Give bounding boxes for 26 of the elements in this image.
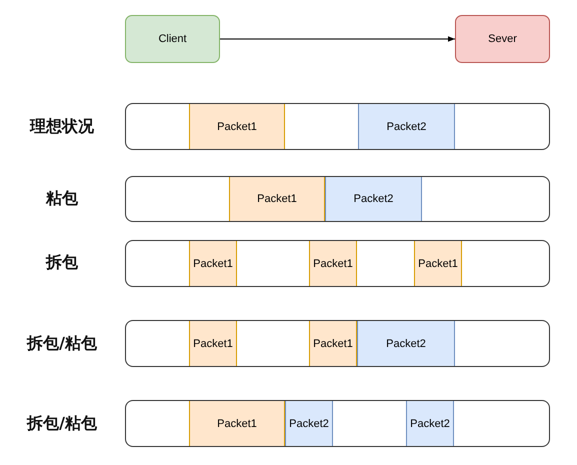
client-box: Client — [125, 15, 220, 63]
row-label: 拆包/粘包 — [27, 414, 97, 434]
row-label: 粘包 — [46, 188, 78, 210]
packet-segment: Packet2 — [358, 104, 455, 149]
arrow — [220, 36, 456, 42]
packet-segment: Packet1 — [309, 241, 357, 286]
packet-segment: Packet1 — [189, 104, 285, 149]
packet-segment: Packet1 — [229, 177, 325, 221]
packet-segment: Packet2 — [285, 401, 333, 446]
packet-segment: Packet1 — [414, 241, 462, 286]
packet-segment: Packet2 — [357, 321, 455, 366]
stream-bar — [125, 176, 550, 222]
packet-segment: Packet2 — [406, 401, 454, 446]
stream-bar — [125, 400, 550, 447]
row-label: 理想状况 — [30, 116, 94, 138]
row-label: 拆包 — [46, 252, 78, 274]
row-label: 拆包/粘包 — [27, 334, 97, 354]
stream-bar — [125, 320, 550, 367]
packet-segment: Packet1 — [309, 321, 357, 366]
packet-segment: Packet1 — [189, 401, 285, 446]
packet-segment: Packet2 — [325, 177, 422, 221]
server-box: Sever — [455, 15, 550, 63]
packet-segment: Packet1 — [189, 321, 237, 366]
packet-segment: Packet1 — [189, 241, 237, 286]
stream-bar — [125, 103, 550, 150]
stream-bar — [125, 240, 550, 287]
